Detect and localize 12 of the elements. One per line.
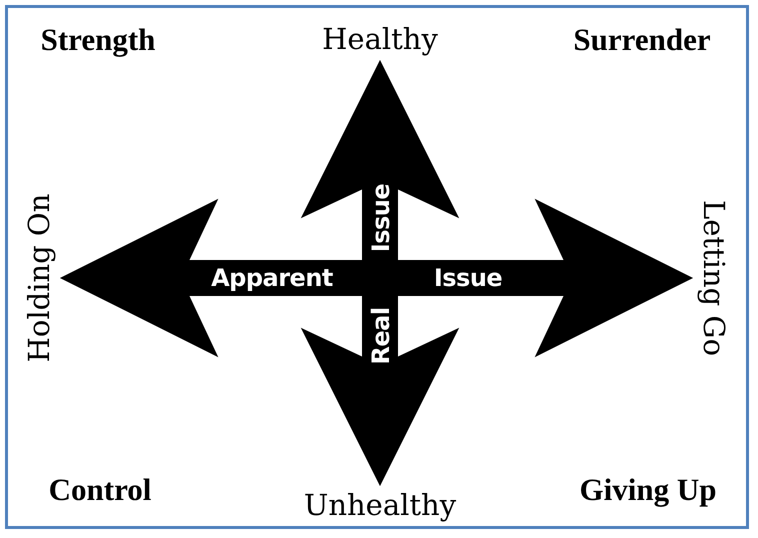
quadrant-label: Surrender: [573, 22, 711, 58]
arrow-label: Issue: [368, 184, 394, 252]
arrow-label: Apparent: [211, 264, 333, 292]
quadrant-label: Strength: [40, 22, 156, 58]
arrow-label: Real: [368, 307, 394, 365]
quadrant-label: Control: [48, 472, 152, 508]
quadrant-label: Giving Up: [580, 472, 716, 508]
axis-end-label: Healthy: [322, 24, 438, 56]
axis-end-label: Unhealthy: [304, 490, 456, 522]
arrow-label: Issue: [434, 264, 502, 292]
axis-end-label: Holding On: [24, 194, 56, 362]
axis-end-label: Letting Go: [697, 200, 729, 356]
